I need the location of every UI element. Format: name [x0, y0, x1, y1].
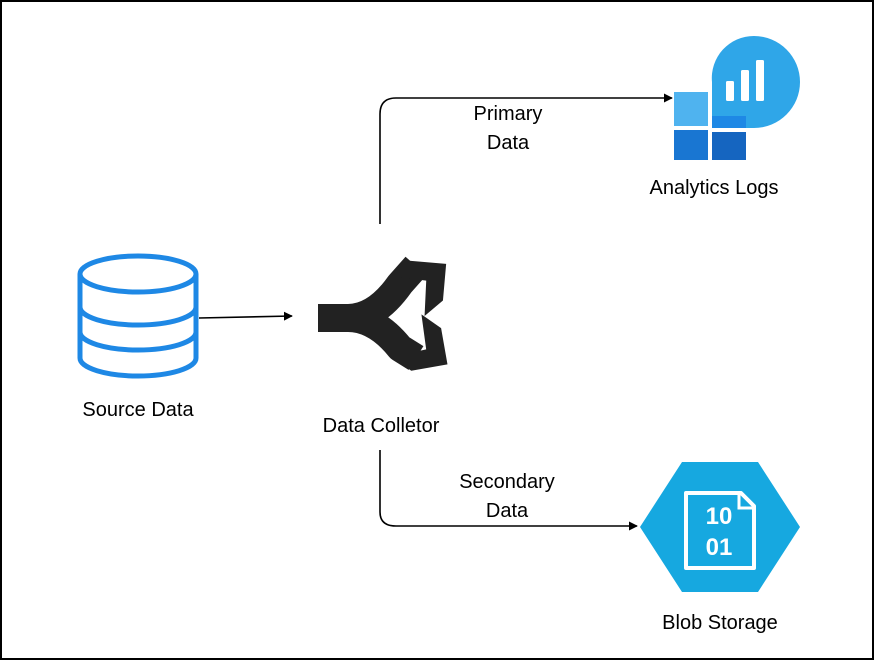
primary-data-label: Primary Data: [446, 100, 570, 158]
analytics-logs-icon: [674, 35, 800, 160]
blob-glyph-top: 10: [706, 503, 733, 530]
primary-data-line2: Data: [486, 132, 530, 154]
blob-glyph-bottom: 01: [706, 534, 733, 561]
blob-storage-icon: 10 01: [640, 462, 800, 592]
secondary-data-line2: Data: [485, 500, 529, 522]
edge-primary: [379, 93, 673, 224]
secondary-data-line1: Secondary: [459, 471, 555, 493]
primary-data-line1: Primary: [473, 103, 543, 125]
source-data-label: Source Data: [82, 399, 194, 421]
database-icon: [77, 253, 199, 379]
edge-secondary: [379, 450, 638, 531]
split-arrows-icon: [297, 228, 465, 406]
data-collector-label: Data Colletor: [322, 415, 440, 437]
blob-storage-label: Blob Storage: [662, 612, 778, 634]
edge-source-to-collector: [198, 311, 293, 321]
secondary-data-label: Secondary Data: [442, 468, 572, 526]
analytics-logs-label: Analytics Logs: [649, 177, 779, 199]
